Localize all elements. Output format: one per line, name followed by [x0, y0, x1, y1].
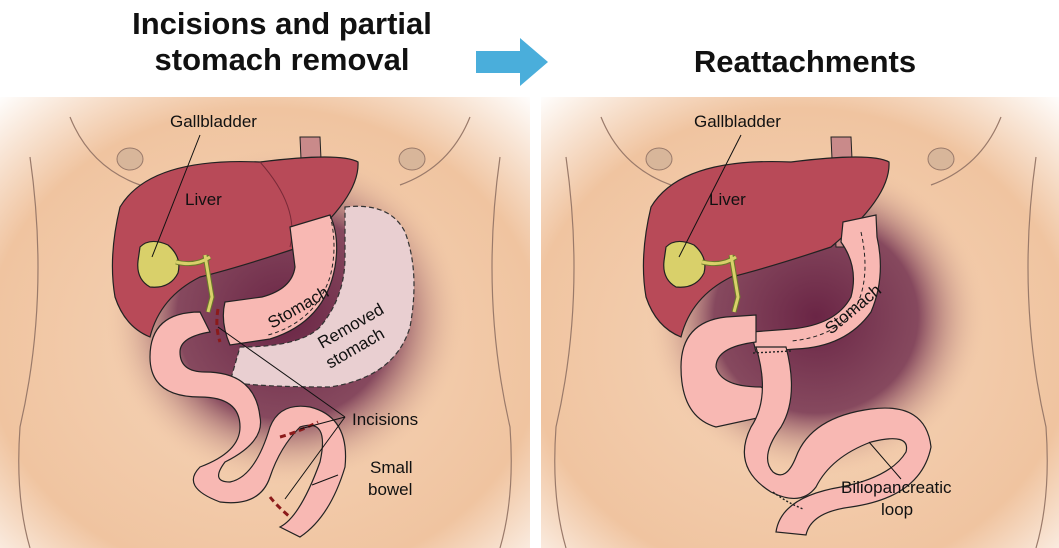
right-panel-title: Reattachments	[640, 44, 970, 80]
right-arrow-icon	[476, 38, 548, 86]
label-liver: Liver	[709, 190, 746, 209]
label-small-bowel-1: Small	[370, 458, 413, 477]
right-panel-illustration: Gallbladder Liver Stomach Biliopancreati…	[541, 97, 1059, 548]
label-biliopancreatic-2: loop	[881, 500, 913, 519]
left-title-line-1: Incisions and partial	[92, 6, 472, 42]
left-panel-title: Incisions and partial stomach removal	[92, 6, 472, 78]
label-liver: Liver	[185, 190, 222, 209]
label-incisions: Incisions	[352, 410, 418, 429]
nipple-right	[399, 148, 425, 170]
nipple-right	[928, 148, 954, 170]
label-gallbladder: Gallbladder	[170, 112, 257, 131]
nipple-left	[646, 148, 672, 170]
label-small-bowel-2: bowel	[368, 480, 412, 499]
nipple-left	[117, 148, 143, 170]
left-panel-illustration: Gallbladder Liver Stomach Removed stomac…	[0, 97, 530, 548]
label-biliopancreatic-1: Biliopancreatic	[841, 478, 952, 497]
label-gallbladder: Gallbladder	[694, 112, 781, 131]
left-title-line-2: stomach removal	[92, 42, 472, 78]
